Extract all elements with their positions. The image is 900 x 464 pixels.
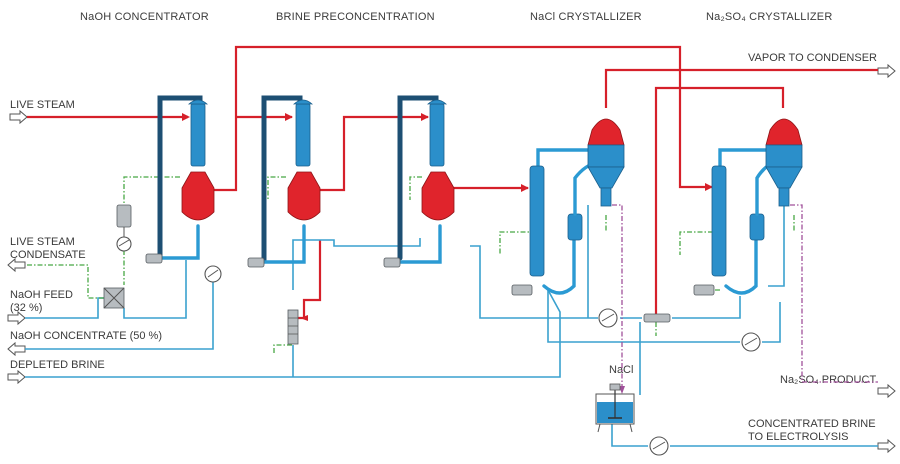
label-na2so4-product: Na₂SO₄ PRODUCT — [780, 374, 876, 386]
pump-icon — [511, 284, 533, 296]
dissolving-tank — [595, 383, 635, 433]
heat-exchanger-naoh — [103, 287, 125, 309]
pump-icon — [693, 284, 715, 296]
brine-heater — [287, 309, 299, 345]
label-naoh-feed-concentration: (32 %) — [10, 302, 42, 314]
brine-preconcentrator-1 — [247, 95, 321, 268]
section-na2so4-crystallizer: Na₂SO₄ CRYSTALLIZER — [706, 11, 832, 23]
naoh-concentrator-unit — [145, 95, 215, 264]
pump-icon — [247, 257, 265, 268]
pump-icon — [145, 253, 163, 264]
label-live-steam-condensate: LIVE STEAM — [10, 236, 75, 248]
brine-preconcentrator-2 — [383, 95, 455, 268]
label-depleted-brine: DEPLETED BRINE — [10, 359, 105, 371]
pump-condensate — [116, 236, 132, 252]
nacl-crystallizer-unit — [511, 118, 625, 296]
arrow-vapor-out — [877, 63, 896, 79]
section-naoh-concentrator: NaOH CONCENTRATOR — [80, 11, 209, 23]
arrow-condensate-out — [7, 257, 26, 273]
arrow-live-steam-in — [9, 109, 28, 125]
pump-icon — [383, 257, 401, 268]
label-concentrated-brine: CONCENTRATED BRINE — [748, 418, 876, 430]
section-nacl-crystallizer: NaCl CRYSTALLIZER — [530, 11, 642, 23]
condensate-lines — [25, 176, 795, 355]
label-naoh-feed: NaOH FEED — [10, 289, 73, 301]
condensate-drum — [116, 204, 132, 238]
label-condensate: CONDENSATE — [10, 249, 86, 261]
pump-concentrated-brine — [649, 436, 669, 456]
brine-lines — [25, 205, 878, 447]
label-vapor-to-condenser: VAPOR TO CONDENSER — [748, 52, 877, 64]
pump-na2so4-loop — [741, 332, 761, 352]
arrow-naoh-feed-in — [7, 310, 26, 326]
arrow-na2so4-product-out — [877, 383, 896, 399]
steam-lines — [27, 45, 878, 321]
pump-nacl-loop — [598, 308, 618, 328]
pump-naoh — [204, 265, 222, 283]
label-naoh-concentrate: NaOH CONCENTRATE (50 %) — [10, 330, 162, 342]
label-to-electrolysis: TO ELECTROLYSIS — [748, 431, 848, 443]
arrow-naoh-concentrate-out — [7, 341, 26, 357]
arrow-depleted-brine-in — [7, 369, 26, 385]
salt-lines — [612, 204, 878, 394]
label-nacl: NaCl — [609, 364, 633, 376]
label-live-steam: LIVE STEAM — [10, 99, 75, 111]
arrow-concentrated-brine-out — [877, 438, 896, 454]
na2so4-crystallizer-unit — [693, 118, 803, 296]
heater-inline — [643, 313, 671, 323]
section-brine-preconcentration: BRINE PRECONCENTRATION — [276, 11, 435, 23]
